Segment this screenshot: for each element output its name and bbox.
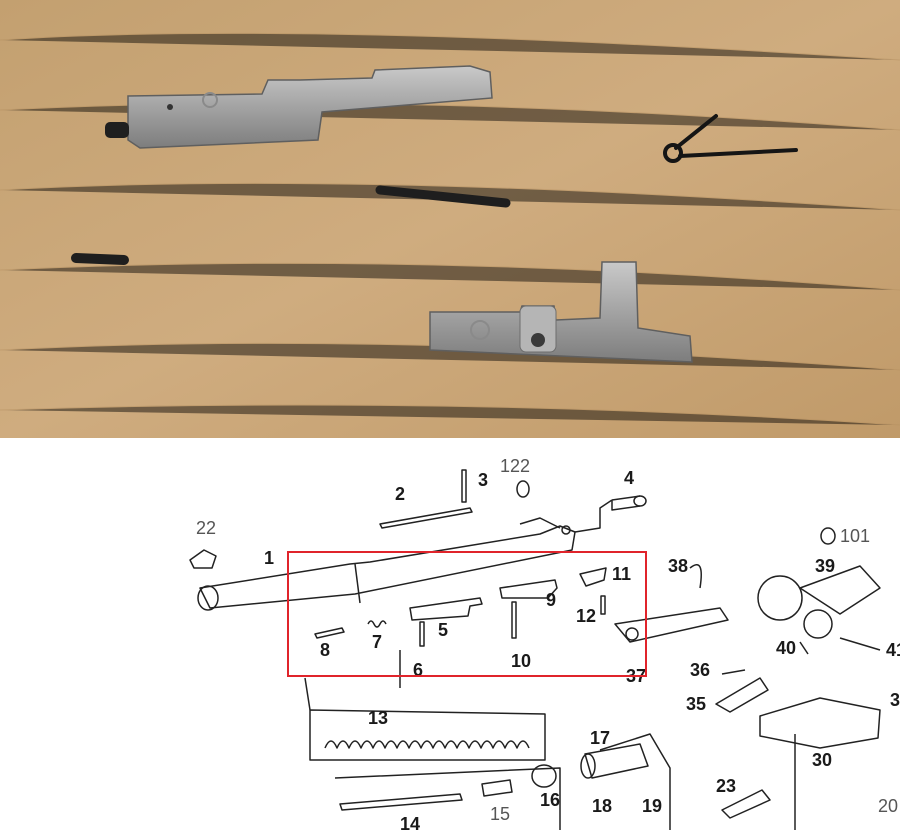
label-20: 20	[878, 796, 898, 816]
label-6: 6	[413, 660, 423, 680]
label-15: 15	[490, 804, 510, 824]
part-2-rod	[379, 507, 473, 529]
label-35: 35	[686, 694, 706, 714]
part-37	[614, 607, 729, 643]
label-36: 36	[690, 660, 710, 680]
highlight-box	[287, 551, 647, 677]
part-122-ring	[516, 480, 530, 498]
label-17: 17	[590, 728, 610, 748]
label-4: 4	[624, 468, 634, 488]
label-38: 38	[668, 556, 688, 576]
label-5: 5	[438, 620, 448, 640]
label-30: 30	[812, 750, 832, 770]
label-14: 14	[400, 814, 420, 830]
part-8	[314, 627, 345, 639]
label-13: 13	[368, 708, 388, 728]
label-19: 19	[642, 796, 662, 816]
label-9: 9	[546, 590, 556, 610]
long-pin	[375, 185, 511, 208]
exploded-parts-diagram: 1 2 3 122 4 22 5 6 7 8 9 10 11 12 13 14 …	[0, 438, 900, 830]
part-12-pin	[600, 595, 606, 615]
part-13-spring	[309, 709, 546, 761]
label-40: 40	[776, 638, 796, 658]
part-3-pin	[461, 469, 467, 503]
short-pin	[71, 253, 129, 265]
label-3: 3	[478, 470, 488, 490]
label-41: 41	[886, 640, 900, 660]
part-36	[721, 669, 746, 675]
label-3-right: 3	[890, 690, 900, 710]
label-2: 2	[395, 484, 405, 504]
part-labels: 1 2 3 122 4 22 5 6 7 8 9 10 11 12 13 14 …	[196, 456, 900, 830]
wood-surface	[0, 0, 900, 438]
label-1: 1	[264, 548, 274, 568]
part-22	[189, 549, 217, 569]
label-22: 22	[196, 518, 216, 538]
part-5	[409, 597, 483, 621]
workbench-photo	[0, 0, 900, 438]
part-16	[531, 764, 557, 788]
part-4-pin	[611, 495, 641, 511]
part-23	[721, 789, 771, 819]
part-35	[715, 677, 769, 713]
part-30	[759, 697, 881, 749]
label-10: 10	[511, 651, 531, 671]
label-122: 122	[500, 456, 530, 476]
label-16: 16	[540, 790, 560, 810]
label-12: 12	[576, 606, 596, 626]
part-15	[481, 779, 513, 797]
barrel-assembly	[197, 499, 613, 611]
part-10-pin	[511, 601, 517, 639]
label-8: 8	[320, 640, 330, 660]
lower-metal-part	[429, 261, 693, 363]
part-11	[579, 567, 607, 587]
label-23: 23	[716, 776, 736, 796]
label-39: 39	[815, 556, 835, 576]
part-39-assembly	[757, 527, 881, 655]
part-6-pin	[419, 621, 425, 647]
part-9	[499, 579, 558, 599]
label-7: 7	[372, 632, 382, 652]
label-18: 18	[592, 796, 612, 816]
label-11: 11	[612, 564, 631, 584]
label-101: 101	[840, 526, 870, 546]
torsion-spring	[663, 114, 798, 163]
part-14-rod	[339, 793, 463, 811]
part-7-spring	[367, 620, 387, 628]
upper-metal-part	[105, 65, 493, 149]
part-17	[584, 743, 649, 779]
